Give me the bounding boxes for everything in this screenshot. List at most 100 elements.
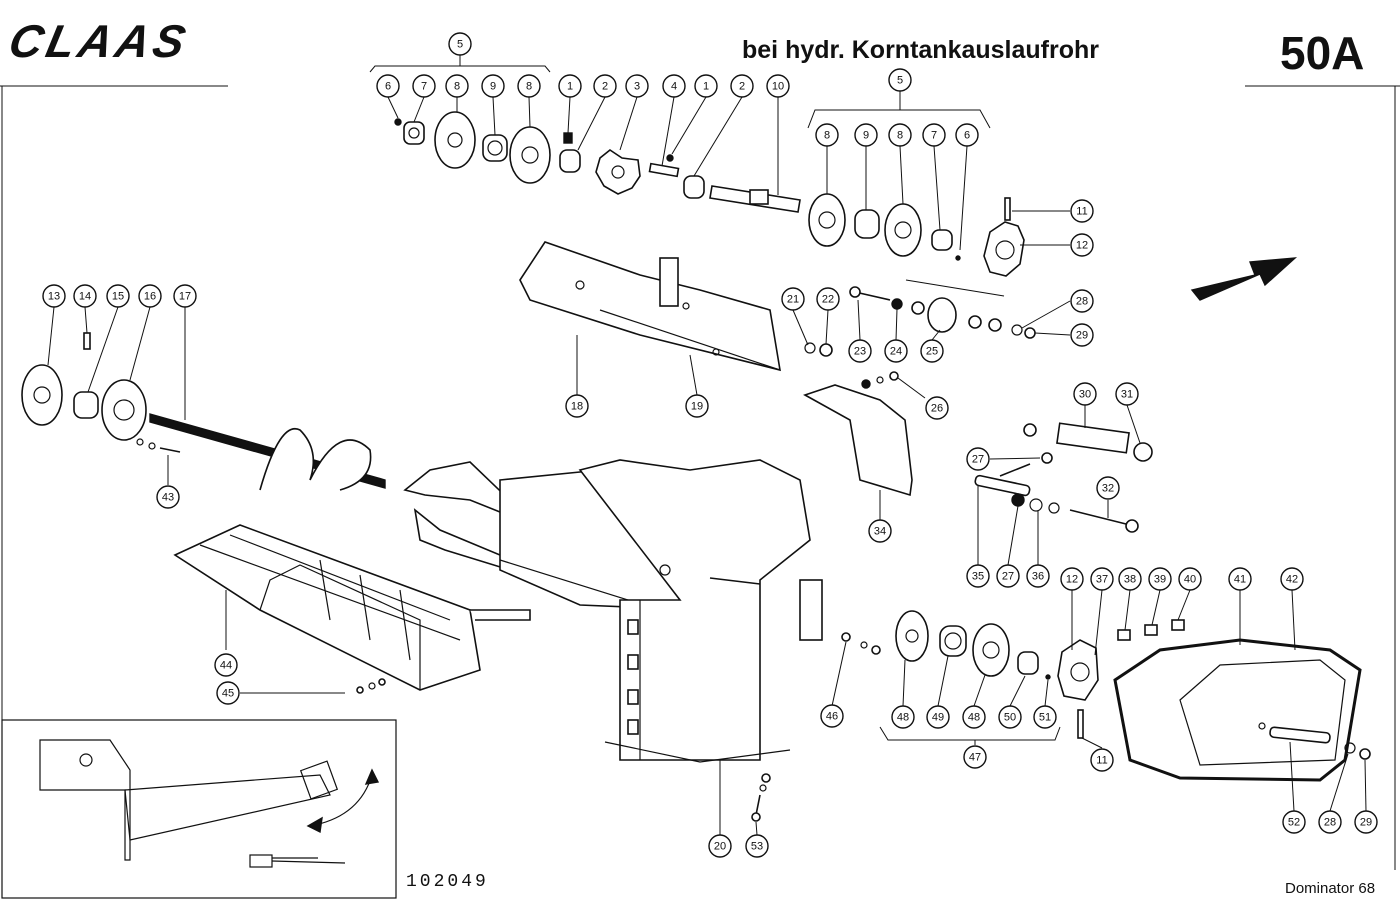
callout-c11a: 11 [1070,199,1094,223]
frame-lines [0,85,1400,870]
callout-circle [854,123,878,147]
callout-c39: 39 [1148,567,1172,591]
callout-c37: 37 [1090,567,1114,591]
main-auger-housing [403,459,823,763]
callout-c1b: 1 [694,74,718,98]
callout-circle [1096,476,1120,500]
callout-number: 19 [691,401,703,413]
callout-c9a: 9 [481,74,505,98]
callout-c8a: 8 [445,74,469,98]
bottom-bolt [751,773,771,822]
callout-number: 45 [222,688,234,700]
callout-circle [966,564,990,588]
callout-circle [888,123,912,147]
callout-circle [593,74,617,98]
callout-circle [625,74,649,98]
callout-number: 44 [220,660,232,672]
callout-number: 50 [1004,712,1016,724]
callout-c9b: 9 [854,123,878,147]
callout-number: 36 [1032,571,1044,583]
callout-number: 47 [969,752,981,764]
callout-circle [920,339,944,363]
callout-number: 20 [714,841,726,853]
callout-circle [868,519,892,543]
callout-number: 8 [526,81,532,93]
callout-circle [42,284,66,308]
callout-circle [214,653,238,677]
callout-circle [708,834,732,858]
callout-c12a: 12 [1070,233,1094,257]
callout-c50: 50 [998,705,1022,729]
callout-number: 11 [1096,755,1107,767]
callout-circle [891,705,915,729]
callout-number: 1 [567,81,573,93]
callout-c14: 14 [73,284,97,308]
callout-number: 40 [1184,574,1196,586]
callout-number: 29 [1076,330,1088,342]
callout-circle [1318,810,1342,834]
callout-circle [888,68,912,92]
lower-bearing-group [841,610,1185,739]
callout-number: 8 [897,130,903,142]
callout-circle [998,705,1022,729]
callout-circle [730,74,754,98]
drawing-number: 102049 [406,872,489,892]
callout-number: 7 [421,81,427,93]
callout-circle [517,74,541,98]
callout-c34: 34 [868,519,892,543]
position-inset-diagram [1,719,397,899]
callout-number: 21 [787,294,799,306]
callout-number: 28 [1076,296,1088,308]
callout-circle [106,284,130,308]
callout-c11b: 11 [1090,748,1114,772]
callout-number: 12 [1066,574,1078,586]
callout-circle [816,287,840,311]
callout-circle [662,74,686,98]
callout-number: 49 [932,712,944,724]
callout-number: 9 [863,130,869,142]
callout-circle [926,705,950,729]
callout-circle [848,339,872,363]
callout-c49: 49 [926,705,950,729]
callout-circle [745,834,769,858]
callout-circle [1090,567,1114,591]
callout-c51: 51 [1033,705,1057,729]
callout-c8c: 8 [815,123,839,147]
callout-c46: 46 [820,704,844,728]
callout-number: 27 [972,454,984,466]
callout-c36: 36 [1026,564,1050,588]
callout-c10: 10 [766,74,790,98]
callout-c40: 40 [1178,567,1202,591]
callout-c28a: 28 [1070,289,1094,313]
callout-number: 22 [822,294,834,306]
callout-c5a: 5 [448,32,472,56]
callout-c41: 41 [1228,567,1252,591]
callout-number: 28 [1324,817,1336,829]
callout-circle [1026,564,1050,588]
callout-number: 15 [112,291,124,303]
callout-number: 18 [571,401,583,413]
callout-number: 30 [1079,389,1091,401]
callout-circle [925,396,949,420]
callout-c19: 19 [685,394,709,418]
auger-shaft-assembly [21,332,386,491]
callout-circle [1354,810,1378,834]
callout-circle [558,74,582,98]
callout-c48a: 48 [891,705,915,729]
callout-circle [1228,567,1252,591]
callout-c25: 25 [920,339,944,363]
model-name: Dominator 68 [1285,880,1376,897]
callout-circle [448,32,472,56]
callout-number: 53 [751,841,763,853]
top-bearing-group [394,111,801,213]
callout-c53: 53 [745,834,769,858]
callout-circle [1070,289,1094,313]
callout-number: 38 [1124,574,1136,586]
callout-c30: 30 [1073,382,1097,406]
callout-c8b: 8 [517,74,541,98]
callout-c52: 52 [1282,810,1306,834]
callout-circle [966,447,990,471]
callout-number: 17 [179,291,191,303]
callout-circle [781,287,805,311]
